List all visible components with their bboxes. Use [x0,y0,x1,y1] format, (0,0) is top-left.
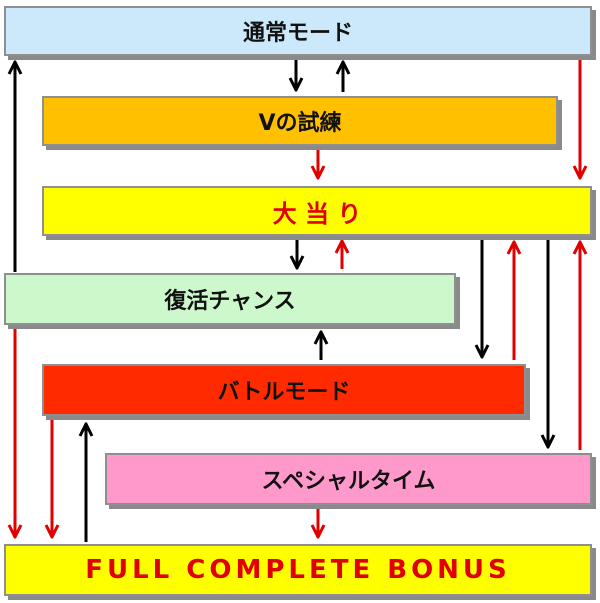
node-big-hit: 大 当 り [42,186,592,236]
node-battle-mode: バトルモード [42,364,526,416]
node-full-complete-bonus: FULL COMPLETE BONUS [4,544,592,596]
node-revival-chance: 復活チャンス [4,273,456,325]
node-battle-mode-label: バトルモード [217,380,351,405]
node-full-complete-bonus-label: FULL COMPLETE BONUS [85,555,511,585]
node-v-trial-label: Vの試練 [258,111,342,136]
node-normal-mode-label: 通常モード [242,21,353,46]
node-big-hit-label: 大 当 り [272,199,362,228]
node-v-trial: Vの試練 [42,96,558,146]
node-special-time-label: スペシャルタイム [261,469,436,494]
node-revival-chance-label: 復活チャンス [164,289,296,314]
node-normal-mode: 通常モード [4,6,592,56]
node-special-time: スペシャルタイム [105,453,592,505]
